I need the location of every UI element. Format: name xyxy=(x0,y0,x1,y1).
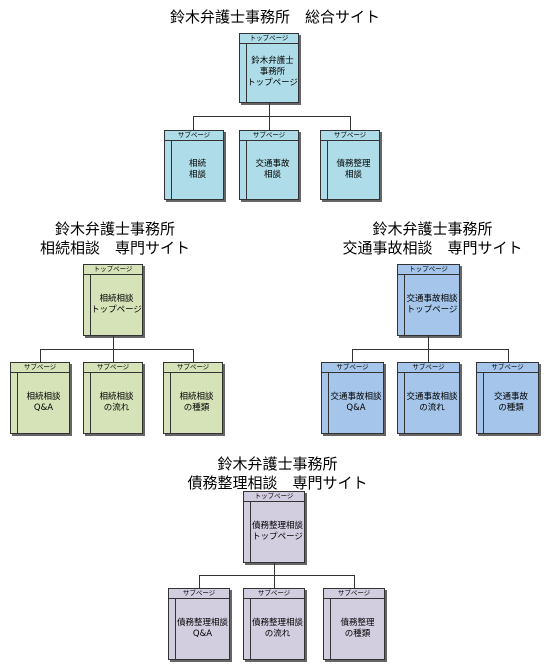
node-divider xyxy=(175,598,176,659)
root-node-kotsu: トップページ 交通事故相談 トップページ xyxy=(397,264,460,336)
node-divider xyxy=(17,372,18,433)
node-label: 鈴木弁護士 事務所 トップページ xyxy=(247,56,298,88)
node-label: 相続相談 トップページ xyxy=(91,293,142,315)
sub-node-saimu-3: サブページ 債務整理 の種類 xyxy=(323,588,385,660)
node-header: サブページ xyxy=(11,363,69,373)
node-header: サブページ xyxy=(169,589,229,599)
node-label: 交通事故 の種類 xyxy=(493,391,528,413)
node-header: トップページ xyxy=(244,492,304,502)
root-node-sozoku: トップページ 相続相談 トップページ xyxy=(83,264,143,336)
node-header: サブページ xyxy=(165,131,223,141)
sub-node-kotsu-1: サブページ 交通事故相談 Q&A xyxy=(321,362,384,434)
connector-line xyxy=(113,336,114,349)
connector-line xyxy=(352,349,353,362)
connector-line xyxy=(274,575,275,588)
node-divider xyxy=(90,372,91,433)
node-header: トップページ xyxy=(240,34,298,44)
node-label: 債務整理 相談 xyxy=(336,158,371,180)
tree-title-sozoku: 鈴木弁護士事務所 相続相談 専門サイト xyxy=(39,220,190,257)
sub-node-kotsu-3: サブページ 交通事故 の種類 xyxy=(476,362,539,434)
sub-node-sozoku-1: サブページ 相続相談 Q&A xyxy=(10,362,70,434)
node-label: 相続相談 Q&A xyxy=(26,391,61,413)
node-label: 相続 相談 xyxy=(188,158,206,180)
node-divider xyxy=(330,598,331,659)
tree-title-kotsu: 鈴木弁護士事務所 交通事故相談 専門サイト xyxy=(342,220,523,257)
node-header: サブページ xyxy=(240,131,298,141)
node-divider xyxy=(250,501,251,562)
sub-node-sogo-2: サブページ 交通事故 相談 xyxy=(239,130,299,200)
node-divider xyxy=(246,43,247,102)
node-header: トップページ xyxy=(398,265,459,275)
node-header: サブページ xyxy=(322,363,383,373)
sub-node-saimu-1: サブページ 債務整理相談 Q&A xyxy=(168,588,230,660)
connector-line xyxy=(269,116,270,130)
connector-line xyxy=(40,349,41,362)
node-divider xyxy=(171,140,172,199)
node-divider xyxy=(170,372,171,433)
node-label: 交通事故相談 Q&A xyxy=(330,391,382,413)
node-divider xyxy=(90,274,91,335)
connector-line xyxy=(350,116,351,130)
connector-line xyxy=(428,336,429,349)
node-header: サブページ xyxy=(321,131,379,141)
node-label: 交通事故相談 トップページ xyxy=(406,293,458,315)
node-header: サブページ xyxy=(398,363,459,373)
sub-node-sogo-3: サブページ 債務整理 相談 xyxy=(320,130,380,200)
node-divider xyxy=(246,140,247,199)
connector-line xyxy=(274,563,275,575)
tree-title-sogo: 鈴木弁護士事務所 総合サイト xyxy=(169,8,380,26)
connector-line xyxy=(113,349,114,362)
connector-line xyxy=(40,349,193,350)
connector-line xyxy=(352,349,508,350)
root-node-sogo: トップページ 鈴木弁護士 事務所 トップページ xyxy=(239,33,299,103)
node-divider xyxy=(483,372,484,433)
connector-line xyxy=(269,103,270,116)
node-divider xyxy=(404,274,405,335)
connector-line xyxy=(193,116,194,130)
connector-line xyxy=(193,116,350,117)
sub-node-kotsu-2: サブページ 交通事故相談 の流れ xyxy=(397,362,460,434)
node-header: サブページ xyxy=(164,363,222,373)
connector-line xyxy=(199,575,200,588)
node-header: サブページ xyxy=(477,363,538,373)
node-label: 債務整理相談 Q&A xyxy=(176,617,228,639)
connector-line xyxy=(428,349,429,362)
node-label: 交通事故 相談 xyxy=(255,158,290,180)
node-divider xyxy=(250,598,251,659)
node-header: サブページ xyxy=(244,589,304,599)
node-divider xyxy=(404,372,405,433)
node-divider xyxy=(327,140,328,199)
connector-line xyxy=(193,349,194,362)
node-header: トップページ xyxy=(84,265,142,275)
node-label: 債務整理相談 の流れ xyxy=(251,617,303,639)
root-node-saimu: トップページ 債務整理相談 トップページ xyxy=(243,491,305,563)
sub-node-sozoku-3: サブページ 相続相談 の種類 xyxy=(163,362,223,434)
node-label: 相続相談 の流れ xyxy=(99,391,134,413)
connector-line xyxy=(199,575,354,576)
node-divider xyxy=(328,372,329,433)
tree-title-saimu: 鈴木弁護士事務所 債務整理相談 専門サイト xyxy=(187,455,368,492)
sub-node-saimu-2: サブページ 債務整理相談 の流れ xyxy=(243,588,305,660)
node-label: 相続相談 の種類 xyxy=(179,391,214,413)
node-label: 債務整理相談 トップページ xyxy=(251,520,303,542)
node-header: サブページ xyxy=(84,363,142,373)
sub-node-sozoku-2: サブページ 相続相談 の流れ xyxy=(83,362,143,434)
connector-line xyxy=(354,575,355,588)
node-header: サブページ xyxy=(324,589,384,599)
sub-node-sogo-1: サブページ 相続 相談 xyxy=(164,130,224,200)
connector-line xyxy=(508,349,509,362)
node-label: 債務整理 の種類 xyxy=(340,617,375,639)
node-label: 交通事故相談 の流れ xyxy=(406,391,458,413)
